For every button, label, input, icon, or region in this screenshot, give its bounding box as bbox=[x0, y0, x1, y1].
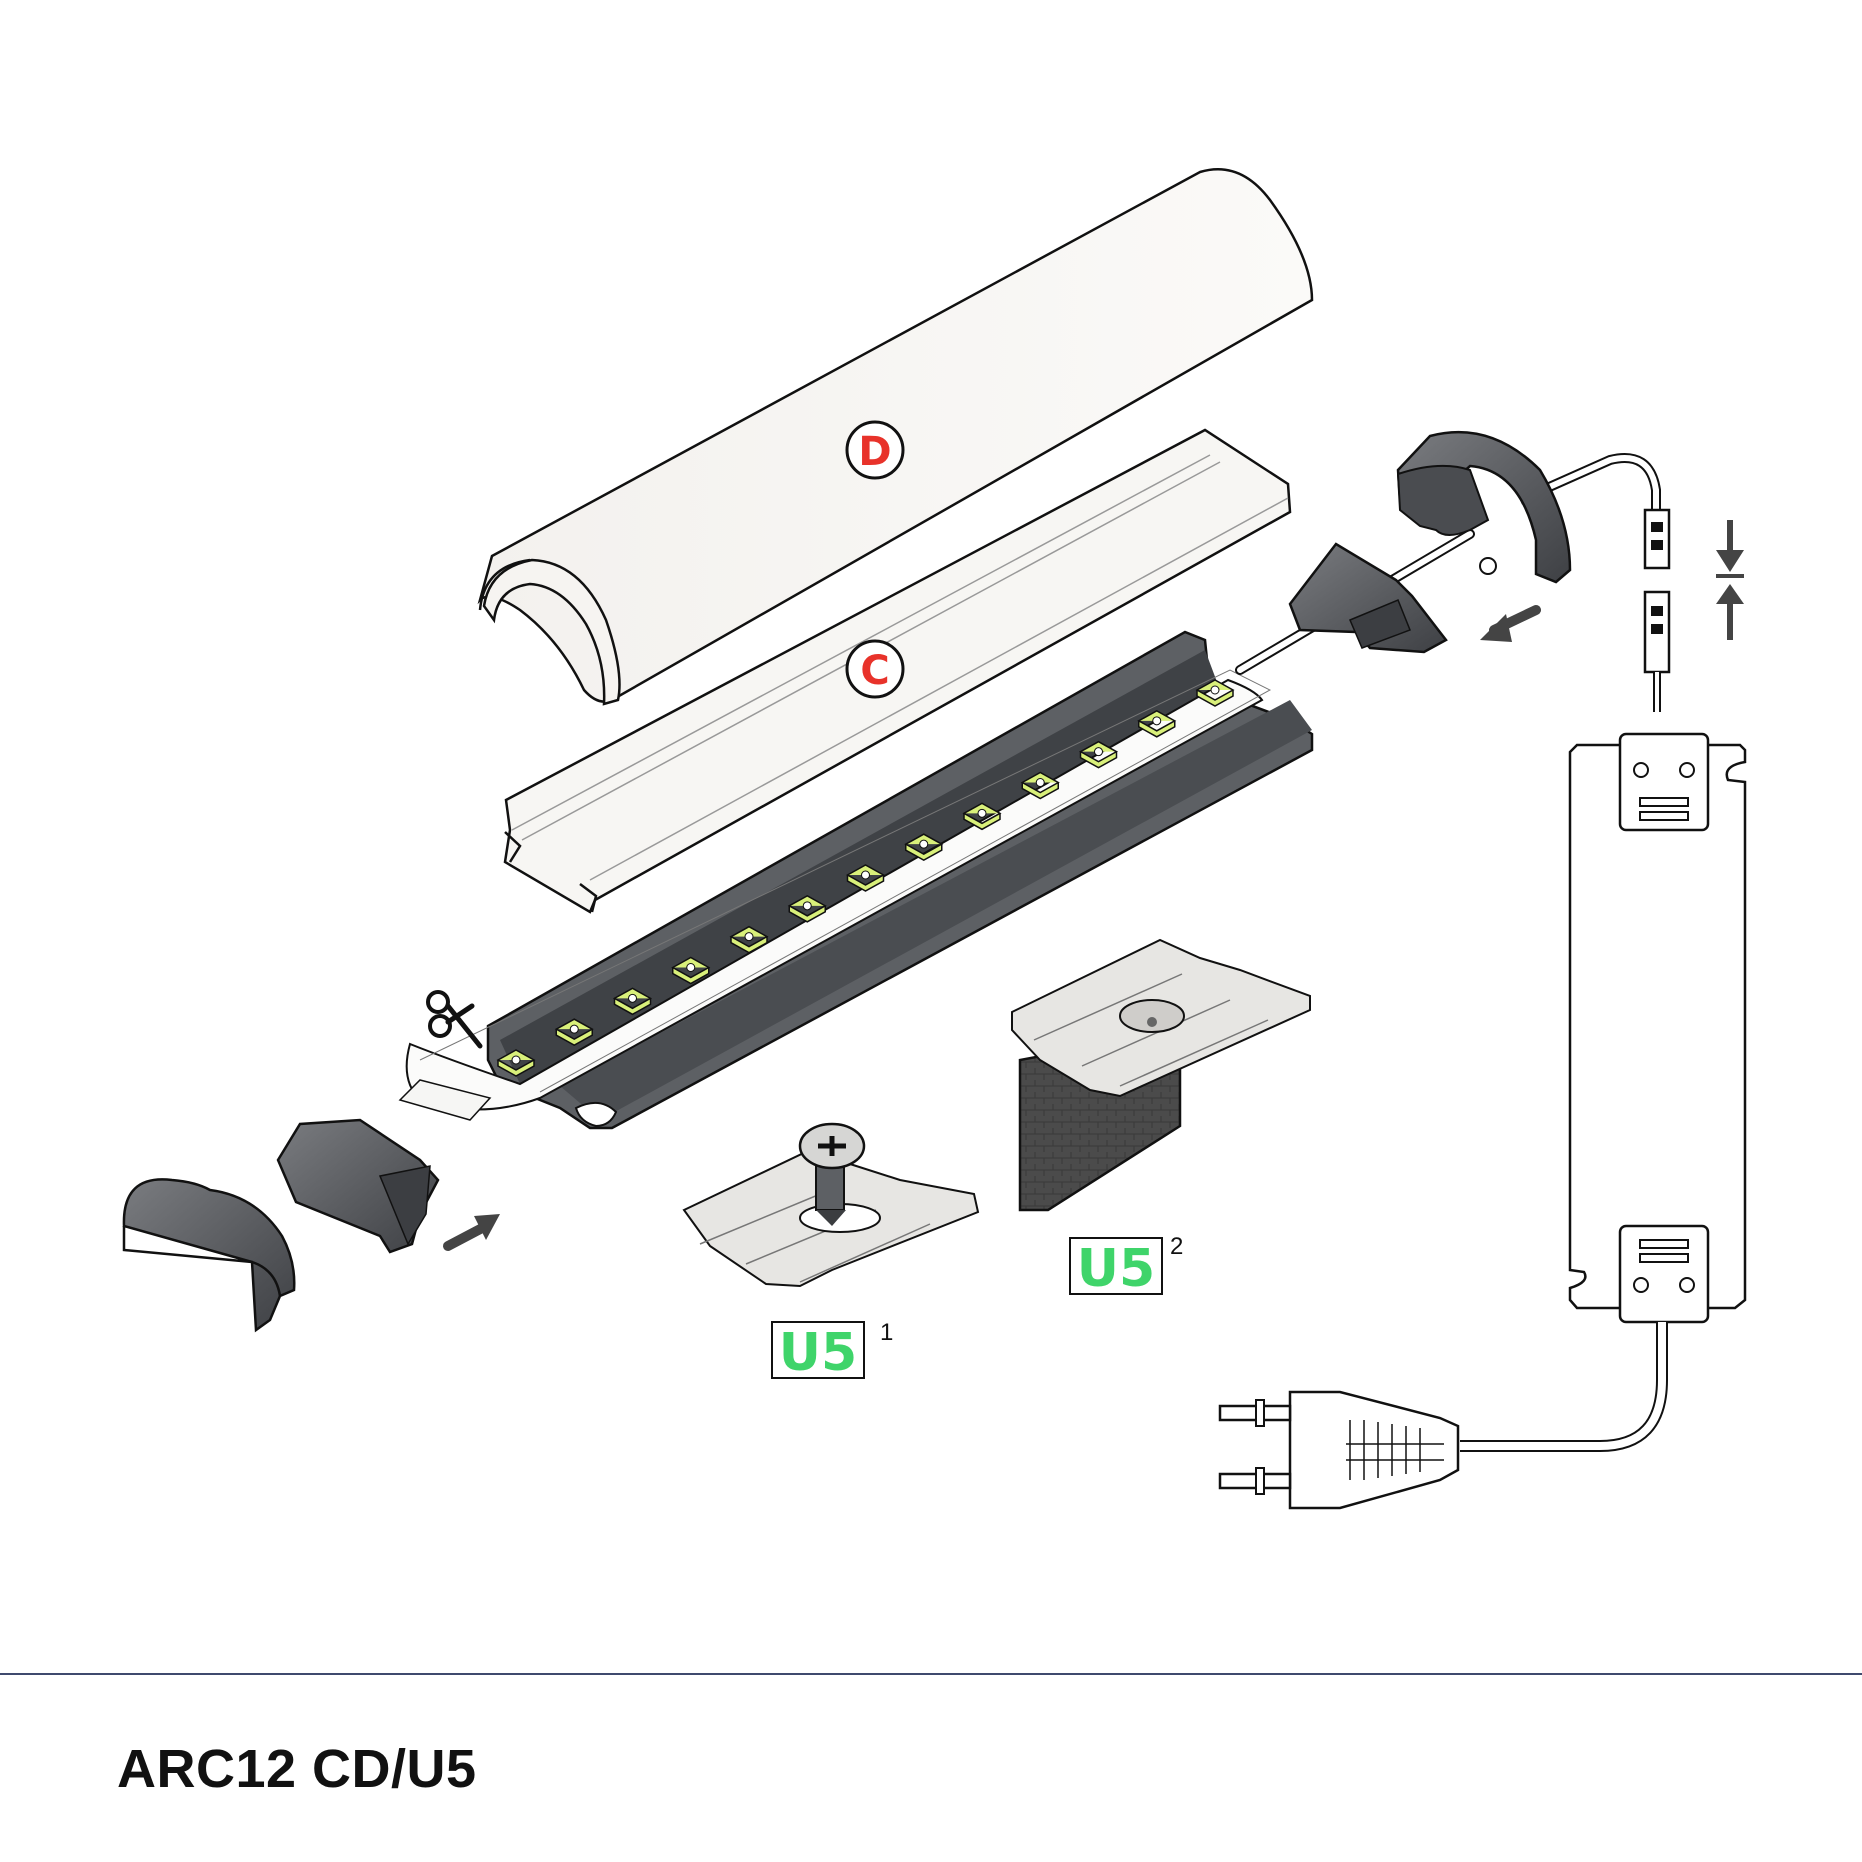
power-supply-unit bbox=[1568, 732, 1747, 1324]
arrow-icon-left bbox=[443, 1214, 500, 1251]
screw-icon bbox=[798, 1122, 866, 1226]
mounting-clip-u5-2 bbox=[1011, 938, 1311, 1212]
led-chip-lens bbox=[977, 808, 987, 818]
mount-u5-1-index: 1 bbox=[880, 1319, 893, 1346]
led-chip-lens bbox=[802, 901, 812, 911]
led-chip-lens bbox=[1094, 747, 1103, 757]
led-chip bbox=[1195, 679, 1235, 707]
led-chip-lens bbox=[1210, 685, 1220, 695]
led-chip-lens bbox=[919, 839, 929, 849]
end-cap-right-feed bbox=[1396, 430, 1572, 584]
led-chip bbox=[787, 894, 827, 923]
led-chip-row bbox=[496, 679, 1235, 1077]
mount-u5-2-index: 2 bbox=[1170, 1233, 1183, 1260]
led-chip-lens bbox=[628, 993, 637, 1003]
arrow-icon-right bbox=[1480, 605, 1541, 642]
end-plug-left bbox=[276, 1118, 440, 1254]
led-chip bbox=[962, 802, 1002, 831]
led-chip-lens bbox=[744, 932, 754, 942]
mount-u5-2-label-text: U5 bbox=[1077, 1239, 1155, 1299]
led-chip-lens bbox=[511, 1055, 521, 1065]
led-chip-lens bbox=[686, 963, 696, 972]
led-chip-lens bbox=[1035, 778, 1045, 787]
led-chip-lens bbox=[1152, 716, 1162, 726]
led-chip-lens bbox=[861, 870, 870, 880]
led-chip bbox=[554, 1018, 594, 1047]
led-chip bbox=[845, 864, 886, 892]
product-title: ARC12 CD/U5 bbox=[117, 1739, 477, 1799]
diffuser-label: D bbox=[845, 420, 905, 480]
connector-female bbox=[1643, 508, 1671, 570]
led-chip bbox=[496, 1049, 536, 1077]
mount-u5-1-label: U5 1 bbox=[771, 1319, 893, 1383]
power-plug-icon bbox=[1218, 1390, 1460, 1510]
end-plug-right bbox=[1288, 542, 1448, 654]
led-chip bbox=[1020, 771, 1060, 800]
cover-label: C bbox=[845, 639, 905, 699]
mains-cable bbox=[1460, 1322, 1668, 1452]
led-chip-lens bbox=[569, 1024, 579, 1034]
scissors-icon bbox=[426, 990, 483, 1049]
led-chip bbox=[671, 956, 711, 985]
led-chip bbox=[612, 987, 653, 1016]
connector-male bbox=[1643, 590, 1671, 712]
cover-label-text: C bbox=[860, 648, 889, 694]
led-chip bbox=[904, 833, 944, 862]
led-chip bbox=[729, 925, 769, 954]
mount-u5-2-label: U5 2 bbox=[1069, 1233, 1183, 1299]
led-chip bbox=[1078, 740, 1119, 769]
press-arrows-icon bbox=[1716, 520, 1744, 640]
footer-divider bbox=[0, 1673, 1862, 1675]
diffuser-label-text: D bbox=[858, 429, 891, 475]
mount-u5-1-label-text: U5 bbox=[779, 1323, 857, 1383]
end-cap-left bbox=[122, 1178, 296, 1333]
led-chip bbox=[1137, 709, 1177, 738]
